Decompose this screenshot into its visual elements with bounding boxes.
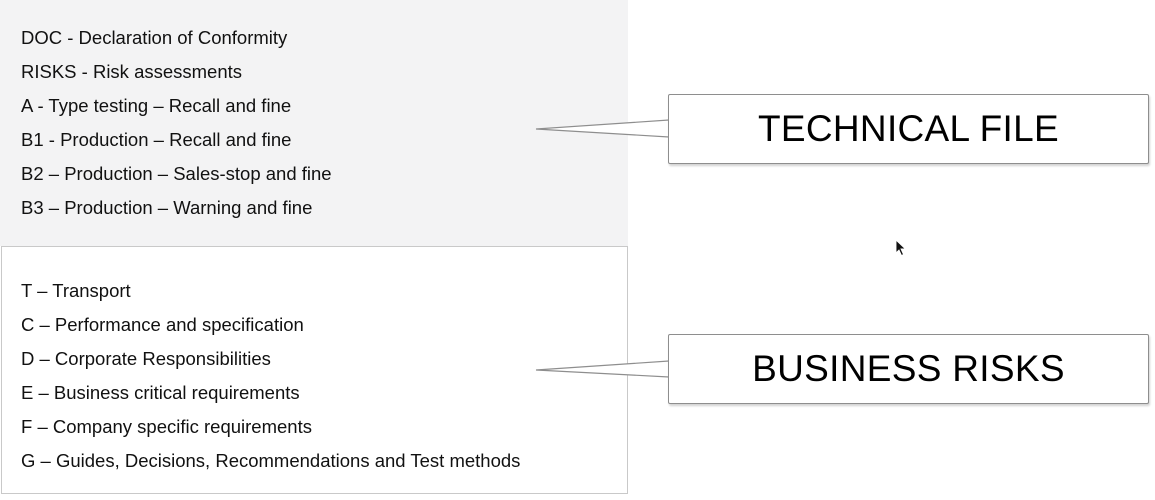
business-items-list: T – Transport C – Performance and specif… — [21, 279, 520, 483]
business-items-panel — [1, 246, 628, 494]
technical-item-b3: B3 – Production – Warning and fine — [21, 197, 313, 218]
business-item-e: E – Business critical requirements — [21, 382, 300, 403]
technical-item-b1: B1 - Production – Recall and fine — [21, 129, 292, 150]
technical-item-doc: DOC - Declaration of Conformity — [21, 27, 288, 48]
business-risks-callout: BUSINESS RISKS — [668, 334, 1149, 404]
business-item-d: D – Corporate Responsibilities — [21, 348, 271, 369]
business-risks-label: BUSINESS RISKS — [752, 348, 1065, 389]
technical-item-b2: B2 – Production – Sales-stop and fine — [21, 163, 332, 184]
technical-file-callout: TECHNICAL FILE — [668, 94, 1149, 164]
mouse-pointer-icon — [895, 239, 907, 257]
business-item-t: T – Transport — [21, 280, 131, 301]
business-item-f: F – Company specific requirements — [21, 416, 312, 437]
business-item-g: G – Guides, Decisions, Recommendations a… — [21, 450, 521, 471]
technical-items-list: DOC - Declaration of Conformity RISKS - … — [21, 26, 332, 230]
business-item-c: C – Performance and specification — [21, 314, 304, 335]
technical-item-a: A - Type testing – Recall and fine — [21, 95, 292, 116]
technical-items-panel — [0, 0, 628, 246]
technical-item-risks: RISKS - Risk assessments — [21, 61, 243, 82]
technical-file-label: TECHNICAL FILE — [758, 108, 1059, 149]
